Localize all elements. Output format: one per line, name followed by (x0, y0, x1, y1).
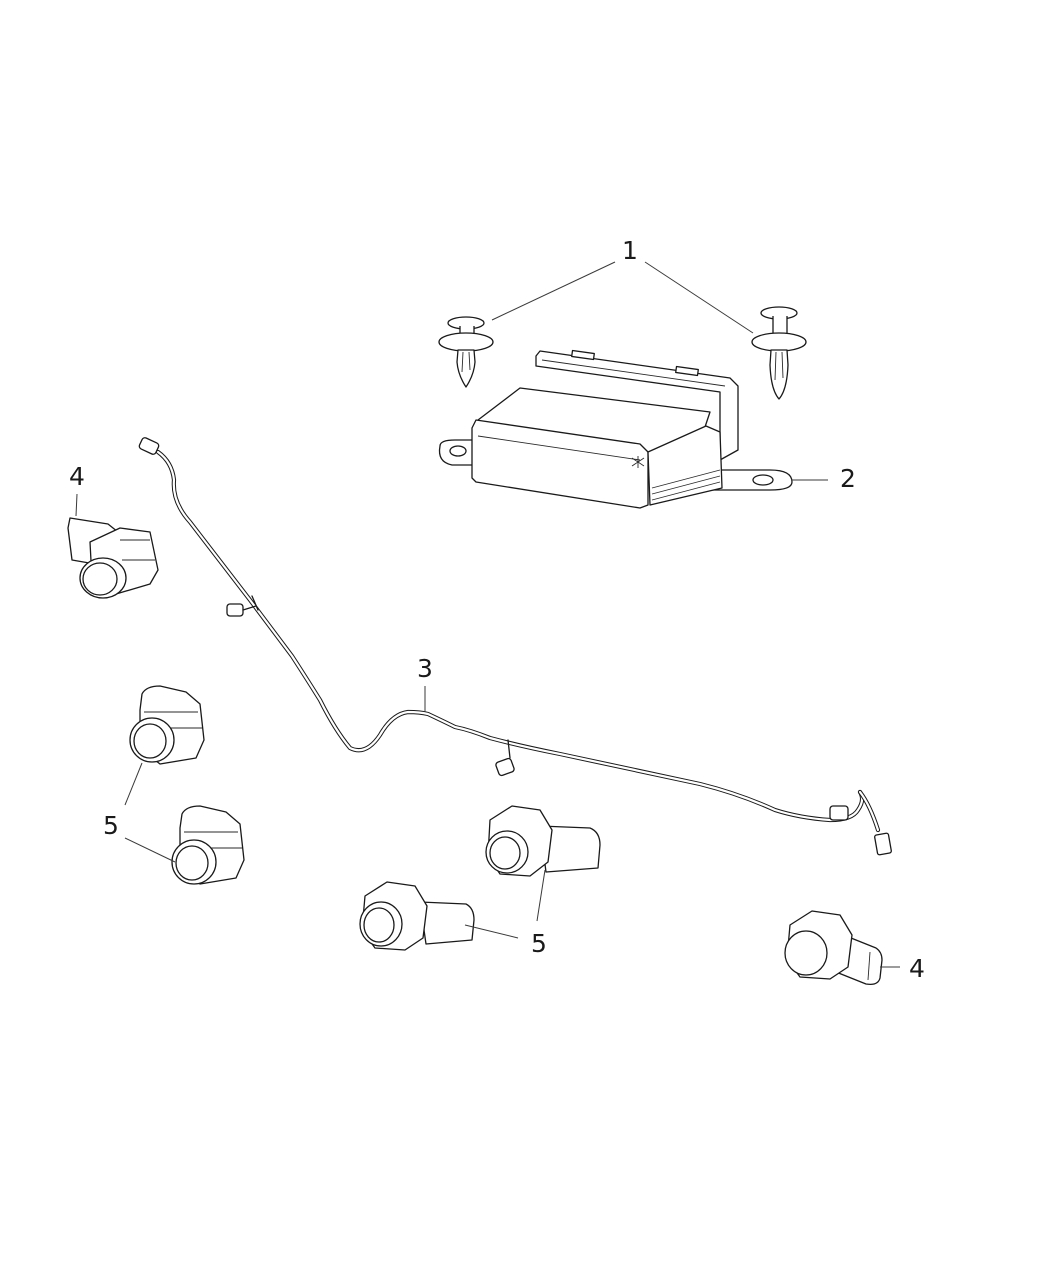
callout-5-left: 5 (103, 811, 119, 840)
push-pin-clip-left (438, 316, 494, 388)
sensor-5-center-back (485, 805, 601, 877)
harness-connector-right-1 (829, 805, 849, 821)
harness-connector-right-2 (874, 832, 892, 856)
callout-3: 3 (417, 654, 433, 683)
push-pin-clip-right (751, 306, 807, 400)
sensor-4-right (784, 910, 883, 986)
sensor-5-left-top (129, 685, 205, 765)
sensor-5-left-bottom (171, 805, 245, 885)
harness-connector-top (138, 437, 160, 455)
callout-2: 2 (840, 464, 856, 493)
wiring-harness (138, 437, 892, 856)
sensor-4-left (67, 517, 159, 599)
callout-4-right: 4 (909, 954, 925, 983)
sensor-5-center-front (359, 881, 475, 951)
harness-connector-middle (495, 739, 515, 777)
callout-4-left: 4 (69, 462, 85, 491)
logo-mark-icon (631, 456, 645, 468)
callout-1: 1 (622, 236, 638, 265)
harness-clip (226, 595, 259, 617)
leader-lines (75, 261, 900, 968)
callout-5-center: 5 (531, 929, 547, 958)
park-assist-module (438, 349, 793, 509)
